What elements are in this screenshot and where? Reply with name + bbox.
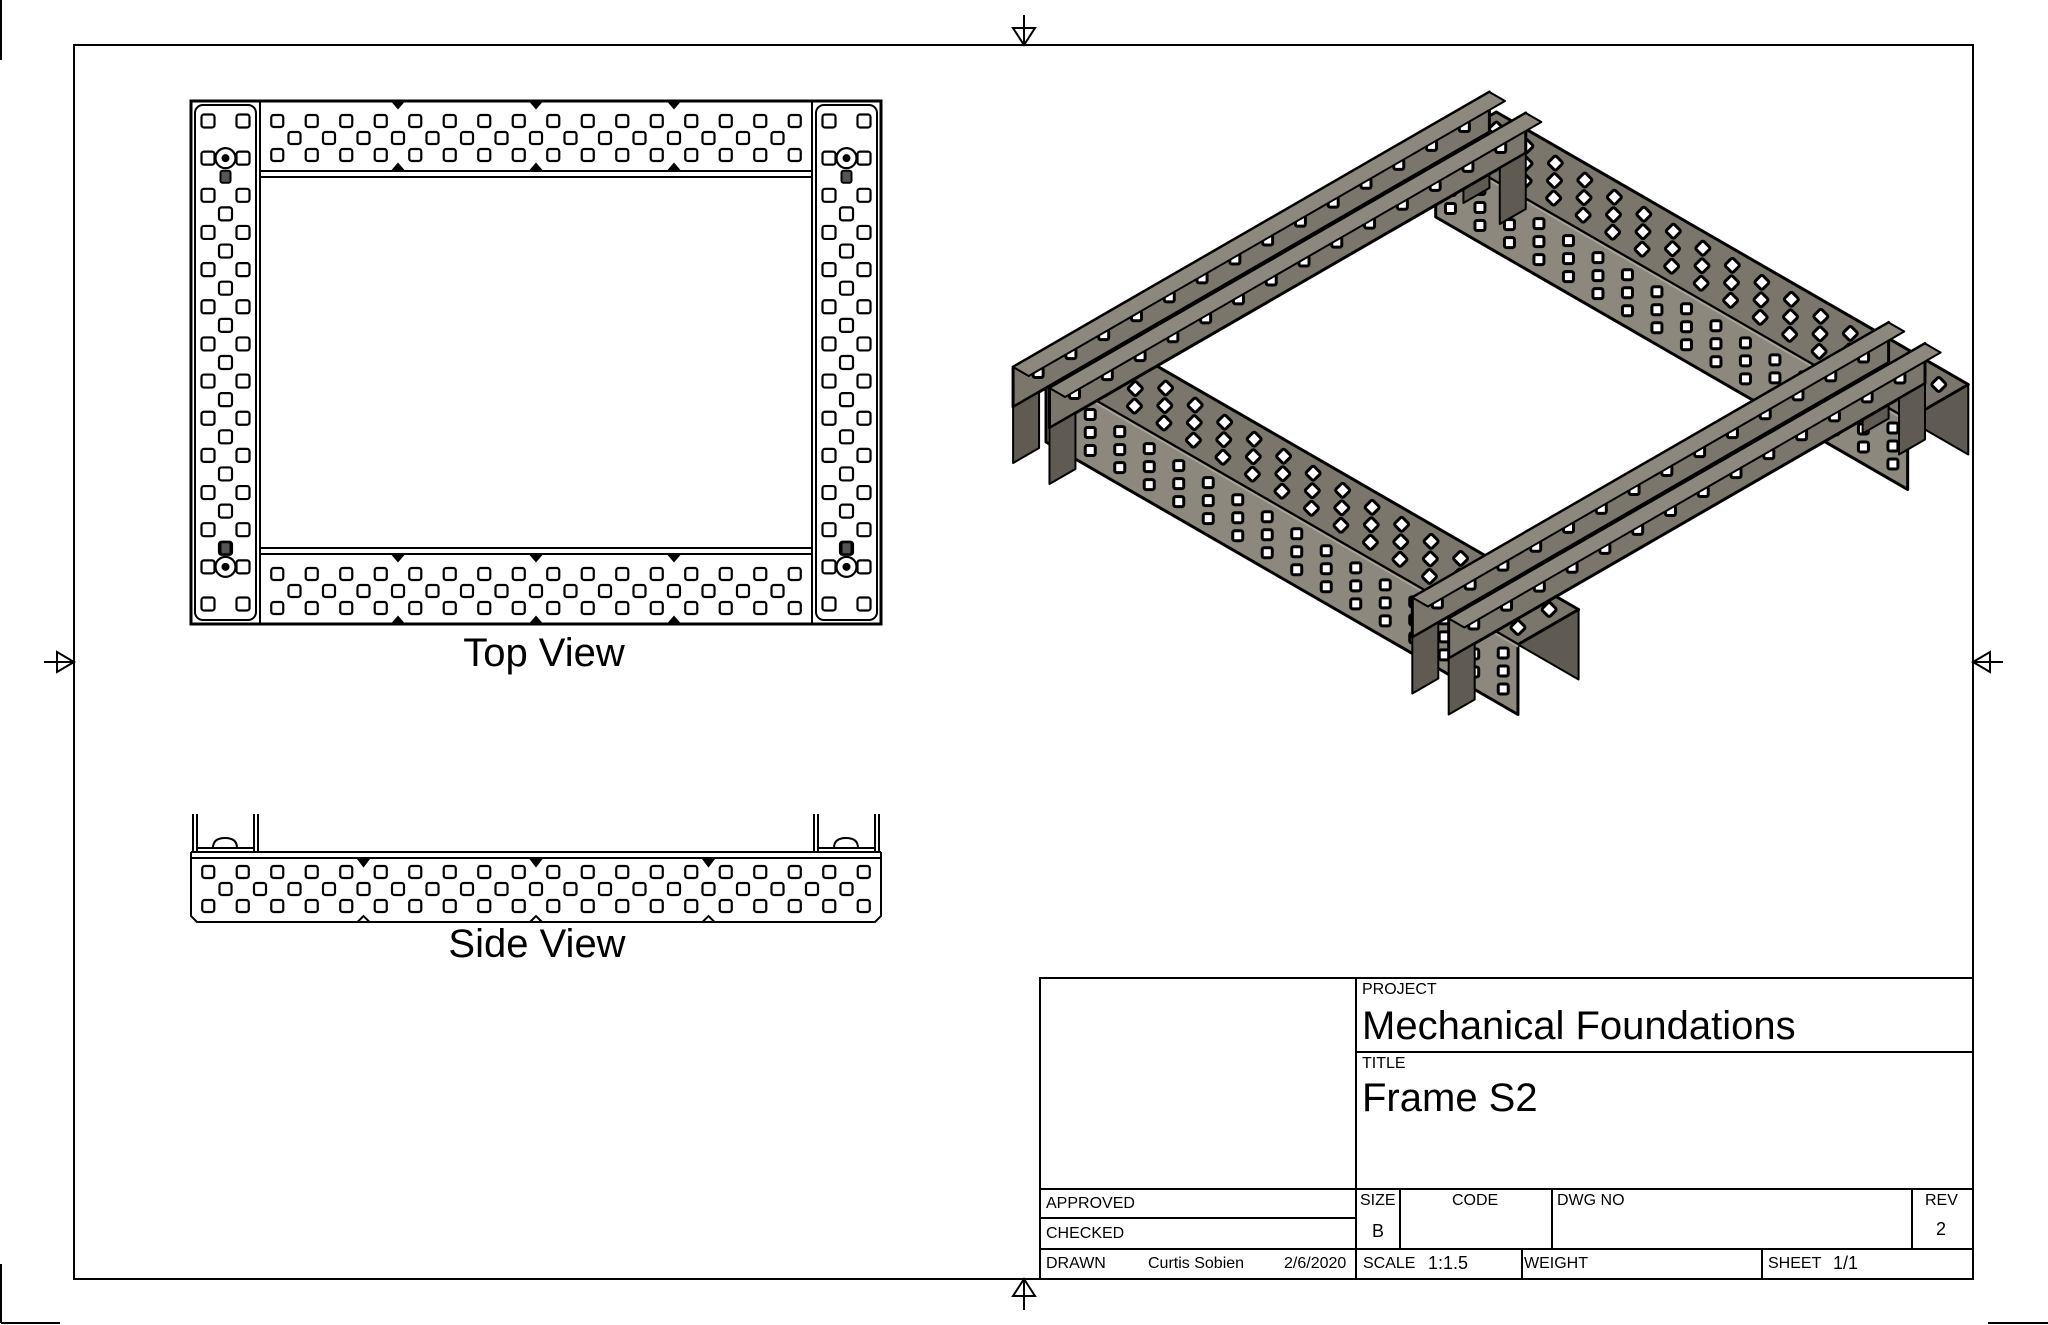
title-value: Frame S2 — [1362, 1076, 1538, 1120]
drawn-by: Curtis Sobien — [1148, 1255, 1245, 1272]
center-marker-top-icon — [1011, 15, 1037, 47]
size-value: B — [1372, 1221, 1385, 1241]
rev-label: REV — [1925, 1192, 1958, 1209]
scale-label: SCALE — [1363, 1255, 1416, 1272]
dwg-no-label: DWG NO — [1557, 1192, 1625, 1209]
center-marker-right-icon — [1971, 650, 2003, 674]
side-view-label: Side View — [448, 922, 626, 966]
center-marker-bottom-icon — [1011, 1277, 1037, 1310]
sheet-value: 1/1 — [1833, 1253, 1859, 1273]
side-view-drawing — [190, 814, 882, 923]
title-label: TITLE — [1362, 1055, 1406, 1072]
isometric-view-drawing — [1011, 90, 1970, 716]
approved-label: APPROVED — [1046, 1195, 1135, 1212]
size-label: SIZE — [1360, 1192, 1396, 1209]
title-block-grid — [1039, 977, 1974, 1280]
weight-label: WEIGHT — [1524, 1255, 1588, 1272]
top-view-drawing — [189, 99, 883, 626]
sheet-label: SHEET — [1768, 1255, 1822, 1272]
drawn-date: 2/6/2020 — [1284, 1255, 1347, 1272]
checked-label: CHECKED — [1046, 1225, 1125, 1242]
code-label: CODE — [1452, 1192, 1499, 1209]
project-label: PROJECT — [1362, 981, 1437, 998]
top-view-label: Top View — [463, 631, 625, 675]
project-value: Mechanical Foundations — [1362, 1004, 1796, 1048]
scale-value: 1:1.5 — [1428, 1253, 1469, 1273]
center-marker-left-icon — [44, 650, 76, 674]
rev-value: 2 — [1936, 1219, 1947, 1239]
drawn-label: DRAWN — [1046, 1255, 1106, 1272]
